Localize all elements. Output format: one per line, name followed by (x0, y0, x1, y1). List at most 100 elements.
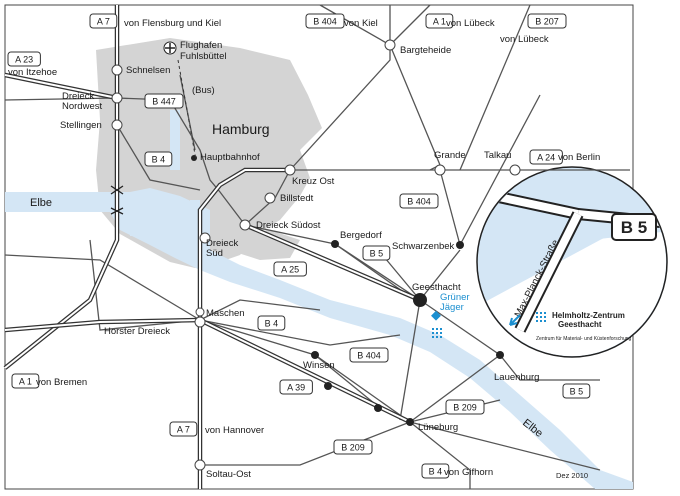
label-elbe-west: Elbe (30, 197, 52, 209)
label-airport-2: Fuhlsbüttel (180, 51, 226, 62)
label-dreieck-sued-1: Dreieck (206, 238, 238, 249)
bergedorf-dot (331, 240, 339, 248)
junction-horster (195, 307, 205, 317)
hzg-logo-small (432, 328, 442, 338)
route-shield-b5-bergedorf: B 5 (362, 245, 391, 261)
label-dreieck-nw-2: Nordwest (62, 101, 102, 112)
label-gruener-1: Grüner (440, 292, 470, 303)
route-shield-a1-south: A 1 (11, 373, 40, 389)
label-maschen: Maschen (206, 308, 245, 319)
label-lueneburg: Lüneburg (418, 422, 458, 433)
schwarzenbek-dot (456, 241, 464, 249)
label-dreieck-suedost: Dreieck Südost (256, 220, 321, 231)
route-shield-label: B 447 (152, 97, 176, 107)
label-lauenburg: Lauenburg (494, 372, 539, 383)
airport-icon (163, 41, 177, 55)
geesthacht-dot (413, 293, 427, 307)
route-shield-a7-north: A 7 (89, 13, 118, 29)
label-from-flensburg: von Flensburg und Kiel (124, 18, 221, 29)
route-shield-b4-maschen: B 4 (257, 315, 286, 331)
route-shield-a1-north: A 1 (425, 13, 454, 29)
route-shield-b4-south: B 4 (421, 463, 450, 479)
minor-roads (4, 4, 630, 489)
junction-dreieck-nordwest (111, 92, 123, 104)
label-kreuz-ost: Kreuz Ost (292, 176, 335, 187)
gruener-jaeger-marker (431, 310, 441, 321)
bus-line (177, 59, 197, 161)
inset-arrow-icon (509, 314, 521, 326)
a39-exit-2 (374, 404, 382, 412)
route-shield-a39: A 39 (279, 379, 313, 395)
route-shield-label: B 209 (453, 403, 477, 413)
label-hamburg: Hamburg (212, 121, 270, 137)
junction-grande (434, 164, 446, 176)
label-dreieck-nw-1: Dreieck (62, 91, 94, 102)
winsen-dot (311, 351, 319, 359)
label-dreieck-sued-2: Süd (206, 248, 223, 259)
junction-dreieck-sued (199, 232, 211, 244)
label-bargteheide: Bargteheide (400, 45, 451, 56)
route-shield-label: A 1 (433, 17, 446, 27)
route-shield-b404-south: B 404 (349, 347, 389, 363)
label-from-gifhorn: von Gifhorn (444, 467, 493, 478)
route-shield-label: B 404 (357, 351, 381, 361)
route-shield-a25: A 25 (273, 261, 307, 277)
route-shield-label: B 5 (570, 387, 584, 397)
route-shield-label: A 25 (281, 265, 299, 275)
route-shield-a24: A 24 (529, 149, 563, 165)
junction-talkau (509, 164, 521, 176)
label-from-luebeck-a1: von Lübeck (446, 18, 495, 29)
route-shield-b404-north: B 404 (305, 13, 345, 29)
label-schwarzenbek: Schwarzenbek (392, 241, 455, 252)
label-from-itzehoe: von Itzehoe (8, 67, 57, 78)
label-schnelsen: Schnelsen (126, 65, 170, 76)
label-hauptbahnhof: Hauptbahnhof (200, 152, 260, 163)
label-soltau-ost: Soltau-Ost (206, 469, 251, 480)
label-geesthacht: Geesthacht (412, 282, 461, 293)
urban-area-bergedorf (230, 230, 300, 260)
junction-schnelsen (111, 64, 123, 76)
label-bus: (Bus) (192, 85, 215, 96)
elbe-tunnel-mark (110, 185, 124, 215)
label-airport-1: Flughafen (180, 40, 222, 51)
inset-hzg-logo (536, 312, 546, 322)
map-date: Dez 2010 (556, 471, 588, 480)
label-billstedt: Billstedt (280, 193, 314, 204)
label-gruener-2: Jäger (440, 302, 464, 313)
route-shield-label: B 209 (341, 443, 365, 453)
label-winsen: Winsen (303, 360, 335, 371)
route-shield-label: B 404 (407, 197, 431, 207)
junction-bargteheide (384, 39, 396, 51)
a39-exit-1 (324, 382, 332, 390)
inset-b5-shield: B 5 (611, 213, 657, 241)
route-shield-label: A 24 (537, 153, 555, 163)
route-shield-b5-lauenburg: B 5 (562, 383, 591, 399)
inset-org-line3: Zentrum für Material- und Küstenforschun… (536, 336, 632, 342)
route-shield-label: A 1 (19, 377, 32, 387)
harbour-basins (130, 110, 200, 260)
hauptbahnhof-dot (191, 155, 197, 161)
route-shield-b404-mid: B 404 (399, 193, 439, 209)
label-from-hannover: von Hannover (205, 425, 264, 436)
route-shield-label: A 39 (287, 383, 305, 393)
route-shield-a7-south: A 7 (169, 421, 198, 437)
junction-stellingen (111, 119, 123, 131)
route-shield-label: A 7 (177, 425, 190, 435)
label-bergedorf: Bergedorf (340, 230, 382, 241)
junction-kreuz-ost (284, 164, 296, 176)
route-shield-label: B 4 (429, 467, 443, 477)
route-shield-b447: B 447 (144, 93, 184, 109)
lueneburg-dot (406, 418, 414, 426)
label-stellingen: Stellingen (60, 120, 102, 131)
label-from-kiel: von Kiel (344, 18, 378, 29)
route-shield-label: B 5 (370, 249, 384, 259)
route-shield-label: A 7 (97, 17, 110, 27)
junctions (111, 39, 521, 471)
route-shield-label: B 4 (152, 155, 166, 165)
route-shield-label: B 207 (535, 17, 559, 27)
label-from-bremen: von Bremen (36, 377, 87, 388)
junction-dreieck-suedost (239, 219, 251, 231)
route-shield-label: B 404 (313, 17, 337, 27)
